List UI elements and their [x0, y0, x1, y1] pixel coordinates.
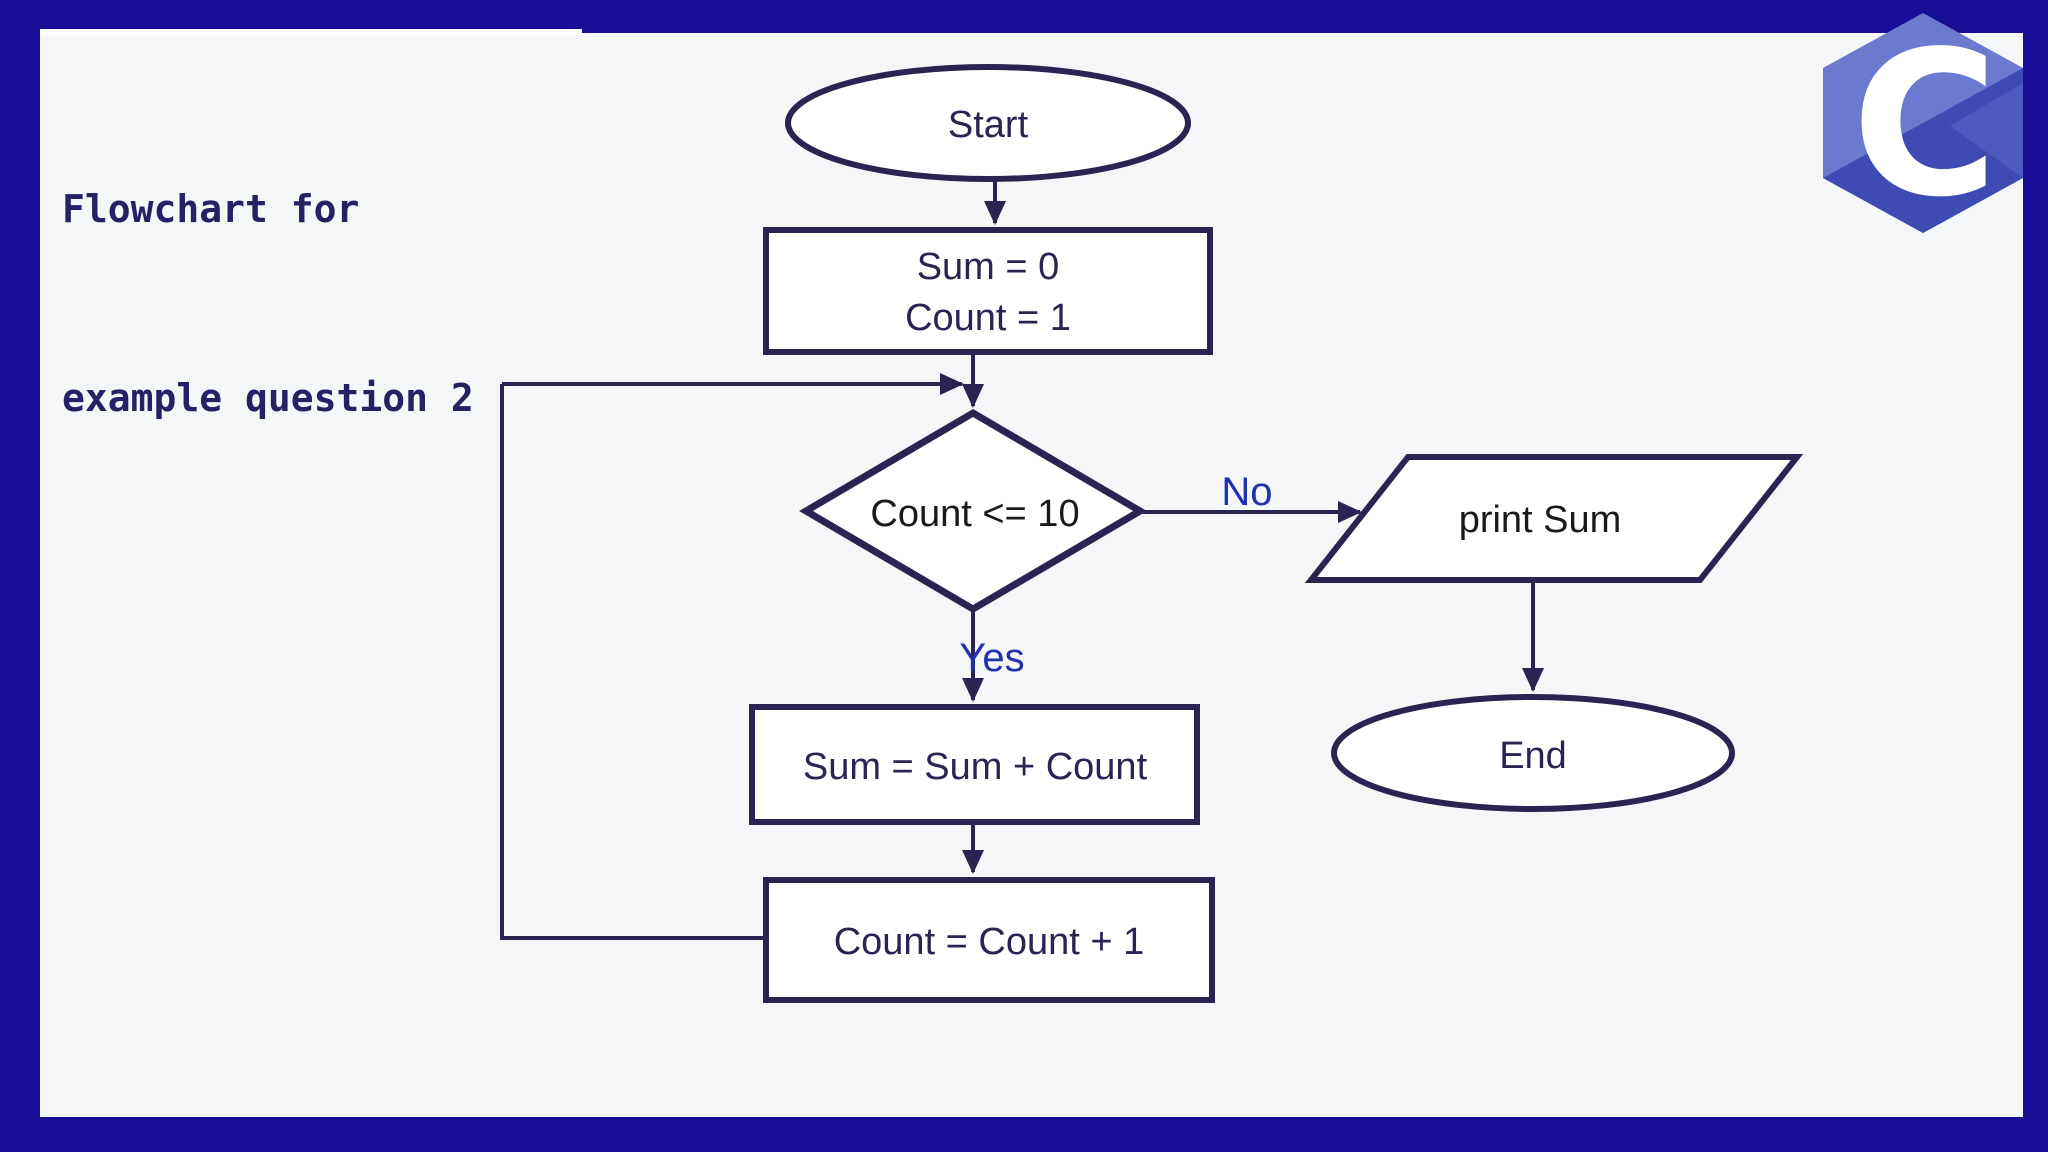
- accumulate-process-box: [749, 704, 1200, 825]
- logo-wedge: [1950, 83, 2023, 178]
- accumulate-label: Sum = Sum + Count: [803, 746, 1148, 788]
- init-line1: Sum = 0: [917, 246, 1060, 288]
- decision-diamond: [799, 408, 1147, 614]
- end-terminator: [1331, 694, 1735, 812]
- init-line2: Count = 1: [905, 297, 1071, 339]
- branch-yes-label: Yes: [959, 636, 1024, 680]
- logo-hexagon-dark-facet: [1823, 68, 2023, 233]
- edge-loop-back: [500, 384, 766, 940]
- end-label: End: [1499, 735, 1567, 777]
- increment-process-box: [763, 877, 1215, 1003]
- page-title-line2: example question 2: [62, 376, 474, 420]
- page-title-line1: Flowchart for: [62, 187, 360, 231]
- print-label: print Sum: [1459, 499, 1622, 541]
- title-card-step: [40, 29, 582, 35]
- print-parallelogram: [1304, 454, 1804, 583]
- branch-no-label: No: [1221, 470, 1272, 514]
- start-terminator: [785, 64, 1191, 182]
- c-language-logo-icon: C: [1823, 9, 2023, 242]
- init-process-box: [763, 227, 1213, 355]
- decision-label: Count <= 10: [870, 493, 1079, 535]
- increment-label: Count = Count + 1: [834, 921, 1145, 963]
- start-label: Start: [948, 104, 1029, 146]
- page-title: Flowchart for example question 2: [62, 52, 474, 493]
